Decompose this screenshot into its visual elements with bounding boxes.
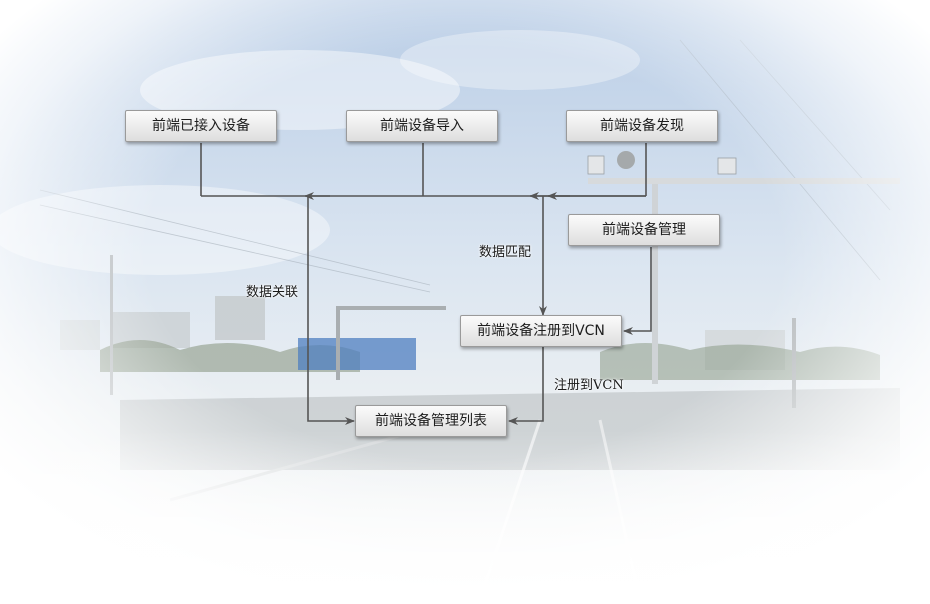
node-device-import: 前端设备导入 xyxy=(346,110,498,142)
node-device-discovery: 前端设备发现 xyxy=(566,110,718,142)
label-data-match: 数据匹配 xyxy=(479,245,532,260)
node-device-management: 前端设备管理 xyxy=(568,214,720,246)
node-device-management-list: 前端设备管理列表 xyxy=(355,405,507,437)
connector-management-line xyxy=(623,247,652,335)
node-device-register-vcn: 前端设备注册到VCN xyxy=(460,315,622,347)
connector-associate-line xyxy=(307,196,355,425)
connector-register-vcn-line xyxy=(508,347,544,425)
node-connected-devices: 前端已接入设备 xyxy=(125,110,277,142)
label-data-associate: 数据关联 xyxy=(246,285,299,300)
label-register-vcn: 注册到VCN xyxy=(554,378,624,393)
